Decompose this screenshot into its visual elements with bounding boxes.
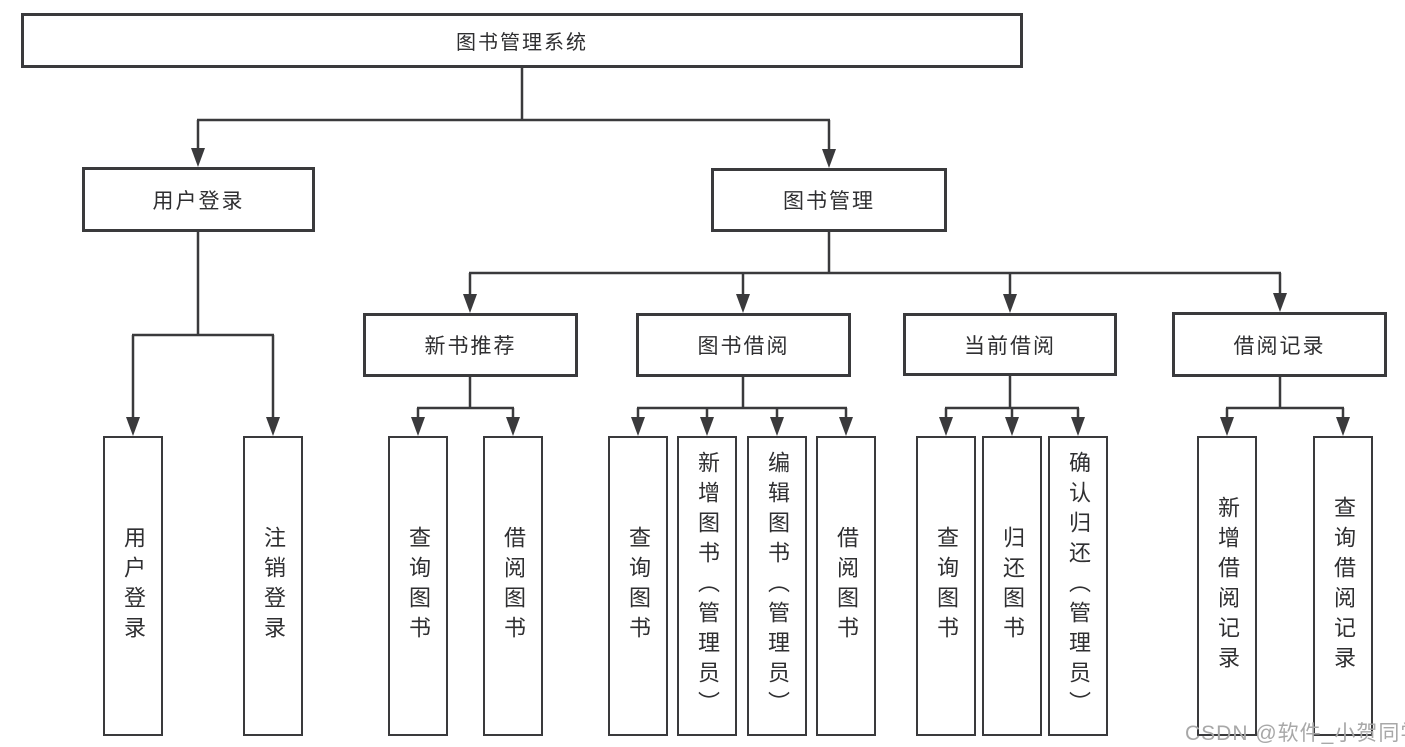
leaf-nb-borrow-books-label: 借阅图书 bbox=[501, 526, 526, 646]
leaf-cb-query-books: 查询图书 bbox=[916, 436, 976, 736]
leaf-bb-edit-book-admin: 编辑图书（管理员） bbox=[747, 436, 807, 736]
leaf-bb-borrow-books-label: 借阅图书 bbox=[834, 526, 859, 646]
node-borrowing-records: 借阅记录 bbox=[1172, 312, 1387, 377]
leaf-user-login-label: 用户登录 bbox=[121, 526, 146, 646]
leaf-nb-query-books-label: 查询图书 bbox=[406, 526, 431, 646]
node-root: 图书管理系统 bbox=[21, 13, 1023, 68]
leaf-br-query-record-label: 查询借阅记录 bbox=[1331, 496, 1356, 676]
leaf-logout: 注销登录 bbox=[243, 436, 303, 736]
leaf-cb-confirm-return-admin-label: 确认归还（管理员） bbox=[1066, 451, 1091, 721]
leaf-bb-borrow-books: 借阅图书 bbox=[816, 436, 876, 736]
leaf-br-add-record: 新增借阅记录 bbox=[1197, 436, 1257, 736]
leaf-bb-query-books-label: 查询图书 bbox=[626, 526, 651, 646]
leaf-bb-add-book-admin-label: 新增图书（管理员） bbox=[695, 451, 720, 721]
node-current-borrowing: 当前借阅 bbox=[903, 313, 1117, 376]
leaf-bb-add-book-admin: 新增图书（管理员） bbox=[677, 436, 737, 736]
node-book-borrowing: 图书借阅 bbox=[636, 313, 851, 377]
leaf-logout-label: 注销登录 bbox=[261, 526, 286, 646]
leaf-nb-borrow-books: 借阅图书 bbox=[483, 436, 543, 736]
leaf-br-add-record-label: 新增借阅记录 bbox=[1215, 496, 1240, 676]
watermark: CSDN @软件_小贺同学 bbox=[1185, 722, 1405, 745]
leaf-cb-return-books: 归还图书 bbox=[982, 436, 1042, 736]
node-book-management: 图书管理 bbox=[711, 168, 947, 232]
leaf-bb-query-books: 查询图书 bbox=[608, 436, 668, 736]
leaf-cb-confirm-return-admin: 确认归还（管理员） bbox=[1048, 436, 1108, 736]
leaf-nb-query-books: 查询图书 bbox=[388, 436, 448, 736]
leaf-bb-edit-book-admin-label: 编辑图书（管理员） bbox=[765, 451, 790, 721]
leaf-cb-return-books-label: 归还图书 bbox=[1000, 526, 1025, 646]
leaf-br-query-record: 查询借阅记录 bbox=[1313, 436, 1373, 736]
leaf-cb-query-books-label: 查询图书 bbox=[934, 526, 959, 646]
node-user-login: 用户登录 bbox=[82, 167, 315, 232]
leaf-user-login: 用户登录 bbox=[103, 436, 163, 736]
node-new-book-recommendation: 新书推荐 bbox=[363, 313, 578, 377]
